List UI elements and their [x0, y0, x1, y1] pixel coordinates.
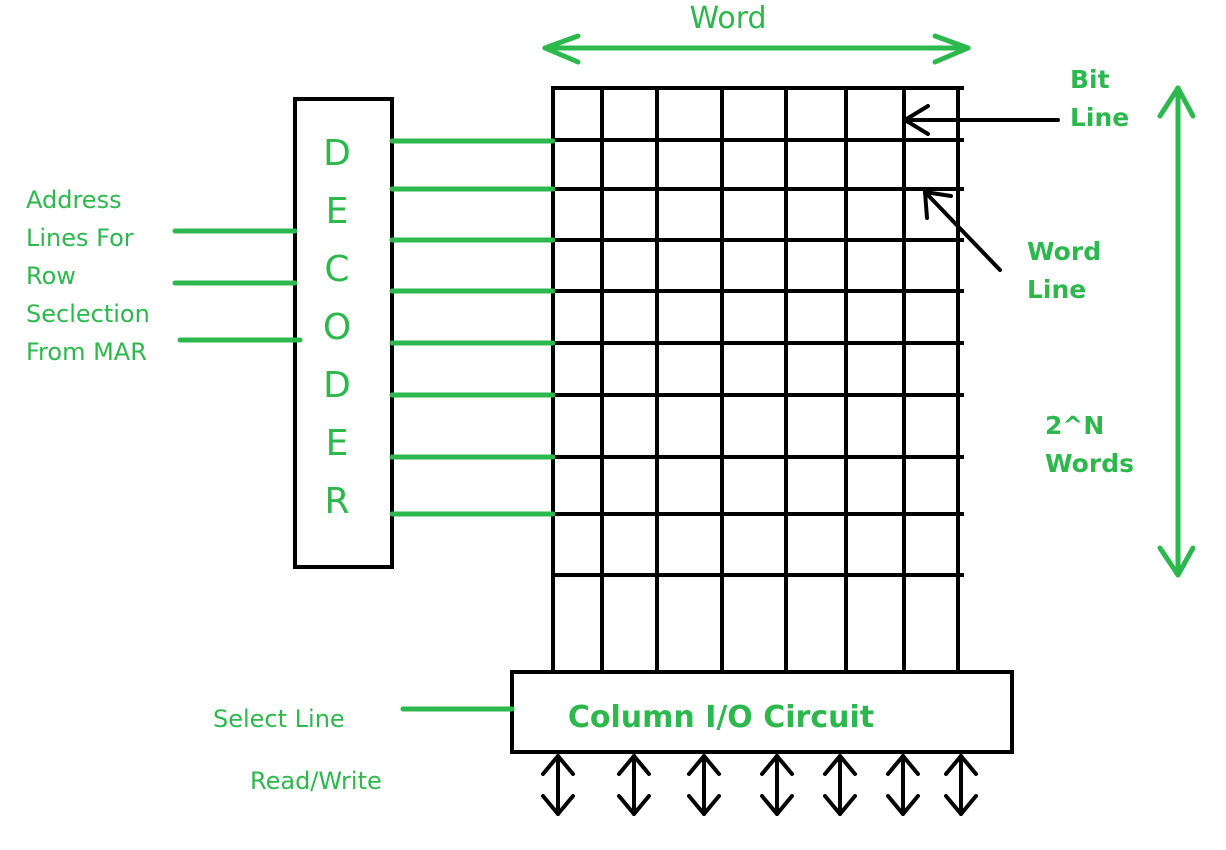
read-write-arrow-6 — [886, 754, 920, 816]
address-label-line-5: From MAR — [26, 338, 147, 366]
column-io-box — [510, 670, 1014, 754]
words-count-line-2: Words — [1045, 449, 1134, 478]
address-label-line-3: Row — [26, 262, 76, 290]
address-input-lines — [172, 228, 303, 343]
bit-line-label-line-1: Bit — [1070, 65, 1110, 94]
bit-line-label-line-2: Line — [1070, 103, 1129, 132]
memory-cell-grid — [551, 86, 964, 674]
decoder-letter-4: O — [323, 307, 351, 348]
decoder-letters: D E C O D E R — [323, 133, 351, 522]
words-count-arrow — [1157, 85, 1196, 578]
word-line-pointer-arrow — [923, 190, 1002, 272]
select-line-label: Select Line — [213, 705, 345, 733]
read-write-arrow-1 — [541, 754, 575, 816]
address-label-line-1: Address — [26, 186, 122, 214]
read-write-label: Read/Write — [250, 767, 382, 795]
column-io-label: Column I/O Circuit — [568, 700, 874, 735]
word-label: Word — [689, 1, 766, 36]
decoder-output-lines — [389, 138, 556, 517]
decoder-letter-5: D — [323, 365, 351, 406]
read-write-arrow-7 — [944, 754, 978, 816]
words-count-label: 2^N Words — [1045, 411, 1134, 478]
decoder-letter-2: E — [326, 191, 349, 232]
word-line-label-line-2: Line — [1027, 275, 1086, 304]
decoder-letter-7: R — [324, 481, 349, 522]
decoder-box — [293, 97, 394, 569]
bit-line-pointer-arrow — [903, 104, 1060, 136]
read-write-arrows — [541, 754, 978, 816]
read-write-arrow-3 — [687, 754, 721, 816]
decoder-letter-6: E — [326, 423, 349, 464]
decoder-letter-3: C — [324, 249, 349, 290]
read-write-arrow-5 — [823, 754, 857, 816]
words-count-line-1: 2^N — [1045, 411, 1104, 440]
read-write-arrow-4 — [760, 754, 794, 816]
decoder-letter-1: D — [323, 133, 351, 174]
address-label-line-4: Seclection — [26, 300, 150, 328]
address-lines-label: Address Lines For Row Seclection From MA… — [26, 186, 157, 366]
bit-line-label: Bit Line — [1070, 65, 1129, 132]
word-arrow — [542, 33, 971, 65]
address-label-line-2: Lines For — [26, 224, 134, 252]
word-line-label-line-1: Word — [1027, 237, 1101, 266]
word-line-label: Word Line — [1027, 237, 1110, 304]
read-write-arrow-2 — [617, 754, 651, 816]
